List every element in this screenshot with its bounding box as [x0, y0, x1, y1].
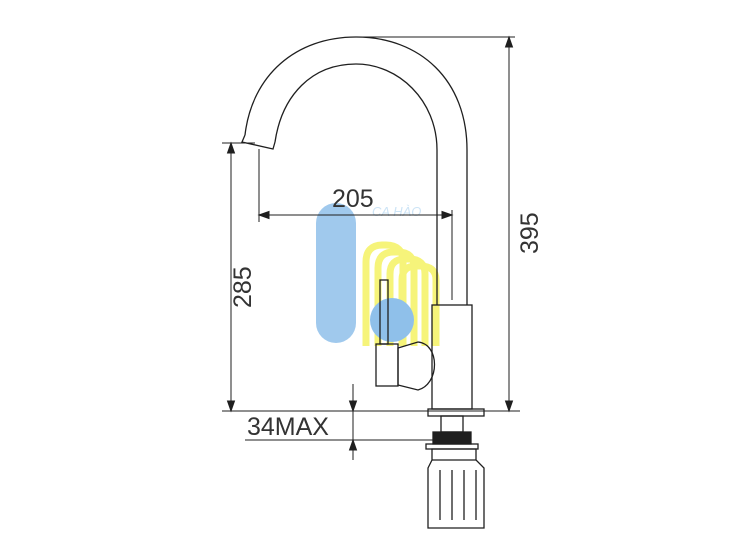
lower-connector: [427, 448, 485, 529]
dim-label-total-height: 395: [516, 212, 544, 254]
watermark-blue-bar: [316, 203, 356, 343]
dim-label-deck-thickness: 34MAX: [247, 413, 329, 441]
base-flange: [427, 408, 485, 417]
arrow-down: [226, 400, 236, 413]
lever-knob: [375, 343, 399, 387]
arrow-left: [257, 210, 270, 220]
threaded-shank: [440, 415, 464, 433]
watermark-text: CA HÀO: [372, 204, 421, 219]
watermark-yellow-stripes: [362, 241, 440, 346]
watermark-logo: CA HÀO: [316, 203, 440, 346]
watermark-blue-dot: [370, 298, 414, 342]
arrow-up: [226, 141, 236, 154]
dimension-lines: [222, 35, 520, 460]
mounting-washer: [425, 443, 479, 450]
arrow-down: [348, 400, 358, 413]
arrow-down: [504, 400, 514, 413]
dim-label-reach: 205: [332, 185, 374, 213]
dim-label-spout-height: 285: [229, 266, 257, 308]
arrow-right: [441, 210, 454, 220]
spout-nozzle: [241, 134, 276, 150]
arrow-up: [504, 35, 514, 48]
spout-outer-curve: [244, 36, 468, 305]
mounting-nut: [432, 431, 472, 445]
spout-inner-curve: [274, 63, 438, 305]
dimension-labels: 205 285 395 34MAX: [229, 185, 544, 441]
lever-handle: [397, 341, 436, 391]
lever-stem: [379, 279, 389, 345]
arrow-up: [348, 438, 358, 451]
faucet-outline: [241, 36, 485, 529]
